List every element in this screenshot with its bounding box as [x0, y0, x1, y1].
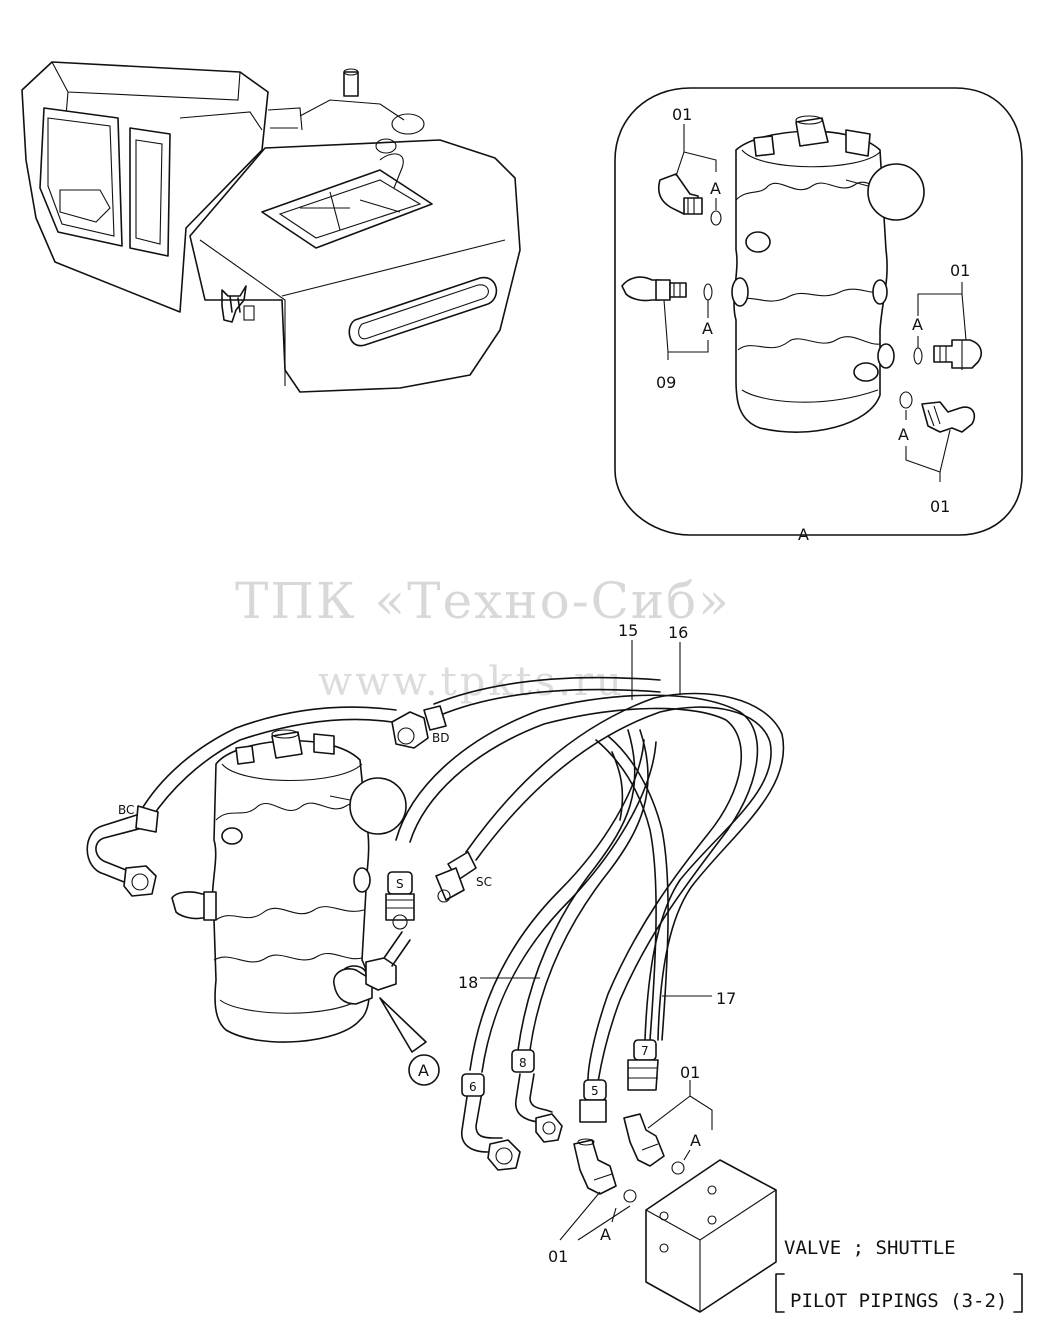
sleeve-8	[511, 1049, 535, 1073]
port-label-bd: BD	[432, 731, 449, 745]
caption: VALVE ; SHUTTLE PILOT PIPINGS (3-2)	[775, 1237, 1023, 1313]
caption-bracket-right	[1013, 1273, 1023, 1313]
oring-label-detail-a: A	[710, 179, 721, 198]
port-label-bc: BC	[118, 803, 134, 817]
hose-number-16: 16	[668, 623, 688, 642]
port-sc-fitting	[435, 851, 477, 903]
oring-label-main-lower: A	[600, 1225, 611, 1244]
block-elbow-2	[573, 1138, 617, 1195]
hose-number-15: 15	[618, 621, 638, 640]
oring-label-main-upper: A	[690, 1131, 701, 1150]
pointer-a: A	[379, 997, 440, 1086]
o-ring-main-1	[671, 1161, 685, 1175]
caption-subtitle: PILOT PIPINGS (3-2)	[790, 1290, 1007, 1312]
caption-bracket-left	[775, 1273, 785, 1313]
callout-01-detail-c: 01	[930, 497, 950, 516]
port-bc-fitting	[86, 805, 159, 897]
main-assembly: A	[86, 621, 785, 1313]
o-ring-detail-2	[703, 283, 713, 301]
o-ring-detail-3	[913, 347, 923, 365]
elbow-fitting-detail-2	[621, 276, 687, 302]
callout-01-detail-b: 01	[950, 261, 970, 280]
port-s-fitting	[385, 871, 415, 930]
hose-number-17: 17	[716, 989, 736, 1008]
o-ring-main-2	[623, 1189, 637, 1203]
caption-title: VALVE ; SHUTTLE	[784, 1237, 956, 1259]
o-ring-detail-4	[899, 391, 913, 409]
elbow-fitting-detail-4	[921, 401, 976, 433]
oring-label-detail-d: A	[898, 425, 909, 444]
port-bd-fitting	[391, 705, 447, 749]
detail-frame-label: A	[798, 525, 809, 544]
watermark-url: www.tpkts.ru	[318, 659, 625, 705]
shuttle-valve-body	[171, 729, 407, 1043]
hose-15	[395, 694, 759, 1083]
elbow-fitting-detail-1	[658, 173, 703, 215]
port-label-sc: SC	[476, 875, 492, 889]
oring-label-detail-b: A	[912, 315, 923, 334]
port-label-s: S	[396, 877, 404, 891]
sleeve-number-7: 7	[641, 1044, 649, 1058]
valve-elbow-fitting	[333, 931, 411, 1005]
pointer-a-label: A	[418, 1061, 429, 1080]
sleeve-number-8: 8	[519, 1056, 527, 1070]
o-ring-detail-1	[710, 210, 722, 226]
shuttle-valve-body-detail	[731, 115, 925, 433]
sleeve-number-5: 5	[591, 1084, 599, 1098]
watermark: ТПК «Техно-Сиб» www.tpkts.ru	[235, 572, 731, 705]
detail-view-a: A	[614, 87, 1023, 544]
sleeve-6	[461, 1073, 485, 1097]
hoses	[139, 676, 785, 1153]
fitting-callout-01-upper: 01	[680, 1063, 700, 1082]
excavator-illustration	[21, 61, 521, 393]
detail-frame	[614, 87, 1023, 536]
hose-18	[469, 739, 645, 1071]
hose-number-18: 18	[458, 973, 478, 992]
hose-17	[595, 739, 657, 1041]
oring-label-detail-c: A	[702, 319, 713, 338]
hose-end-fittings	[461, 1039, 659, 1171]
watermark-title: ТПК «Техно-Сиб»	[235, 572, 731, 630]
block-elbow-1	[623, 1113, 665, 1167]
elbow-fitting-detail-3	[933, 339, 983, 370]
sleeve-number-6: 6	[469, 1080, 477, 1094]
shuttle-valve-block	[645, 1159, 777, 1313]
hose-16	[475, 706, 772, 1041]
valve-location-marker	[221, 285, 255, 323]
fitting-callout-01-lower: 01	[548, 1247, 568, 1266]
callout-09-detail: 09	[656, 373, 676, 392]
callout-01-detail-a: 01	[672, 105, 692, 124]
